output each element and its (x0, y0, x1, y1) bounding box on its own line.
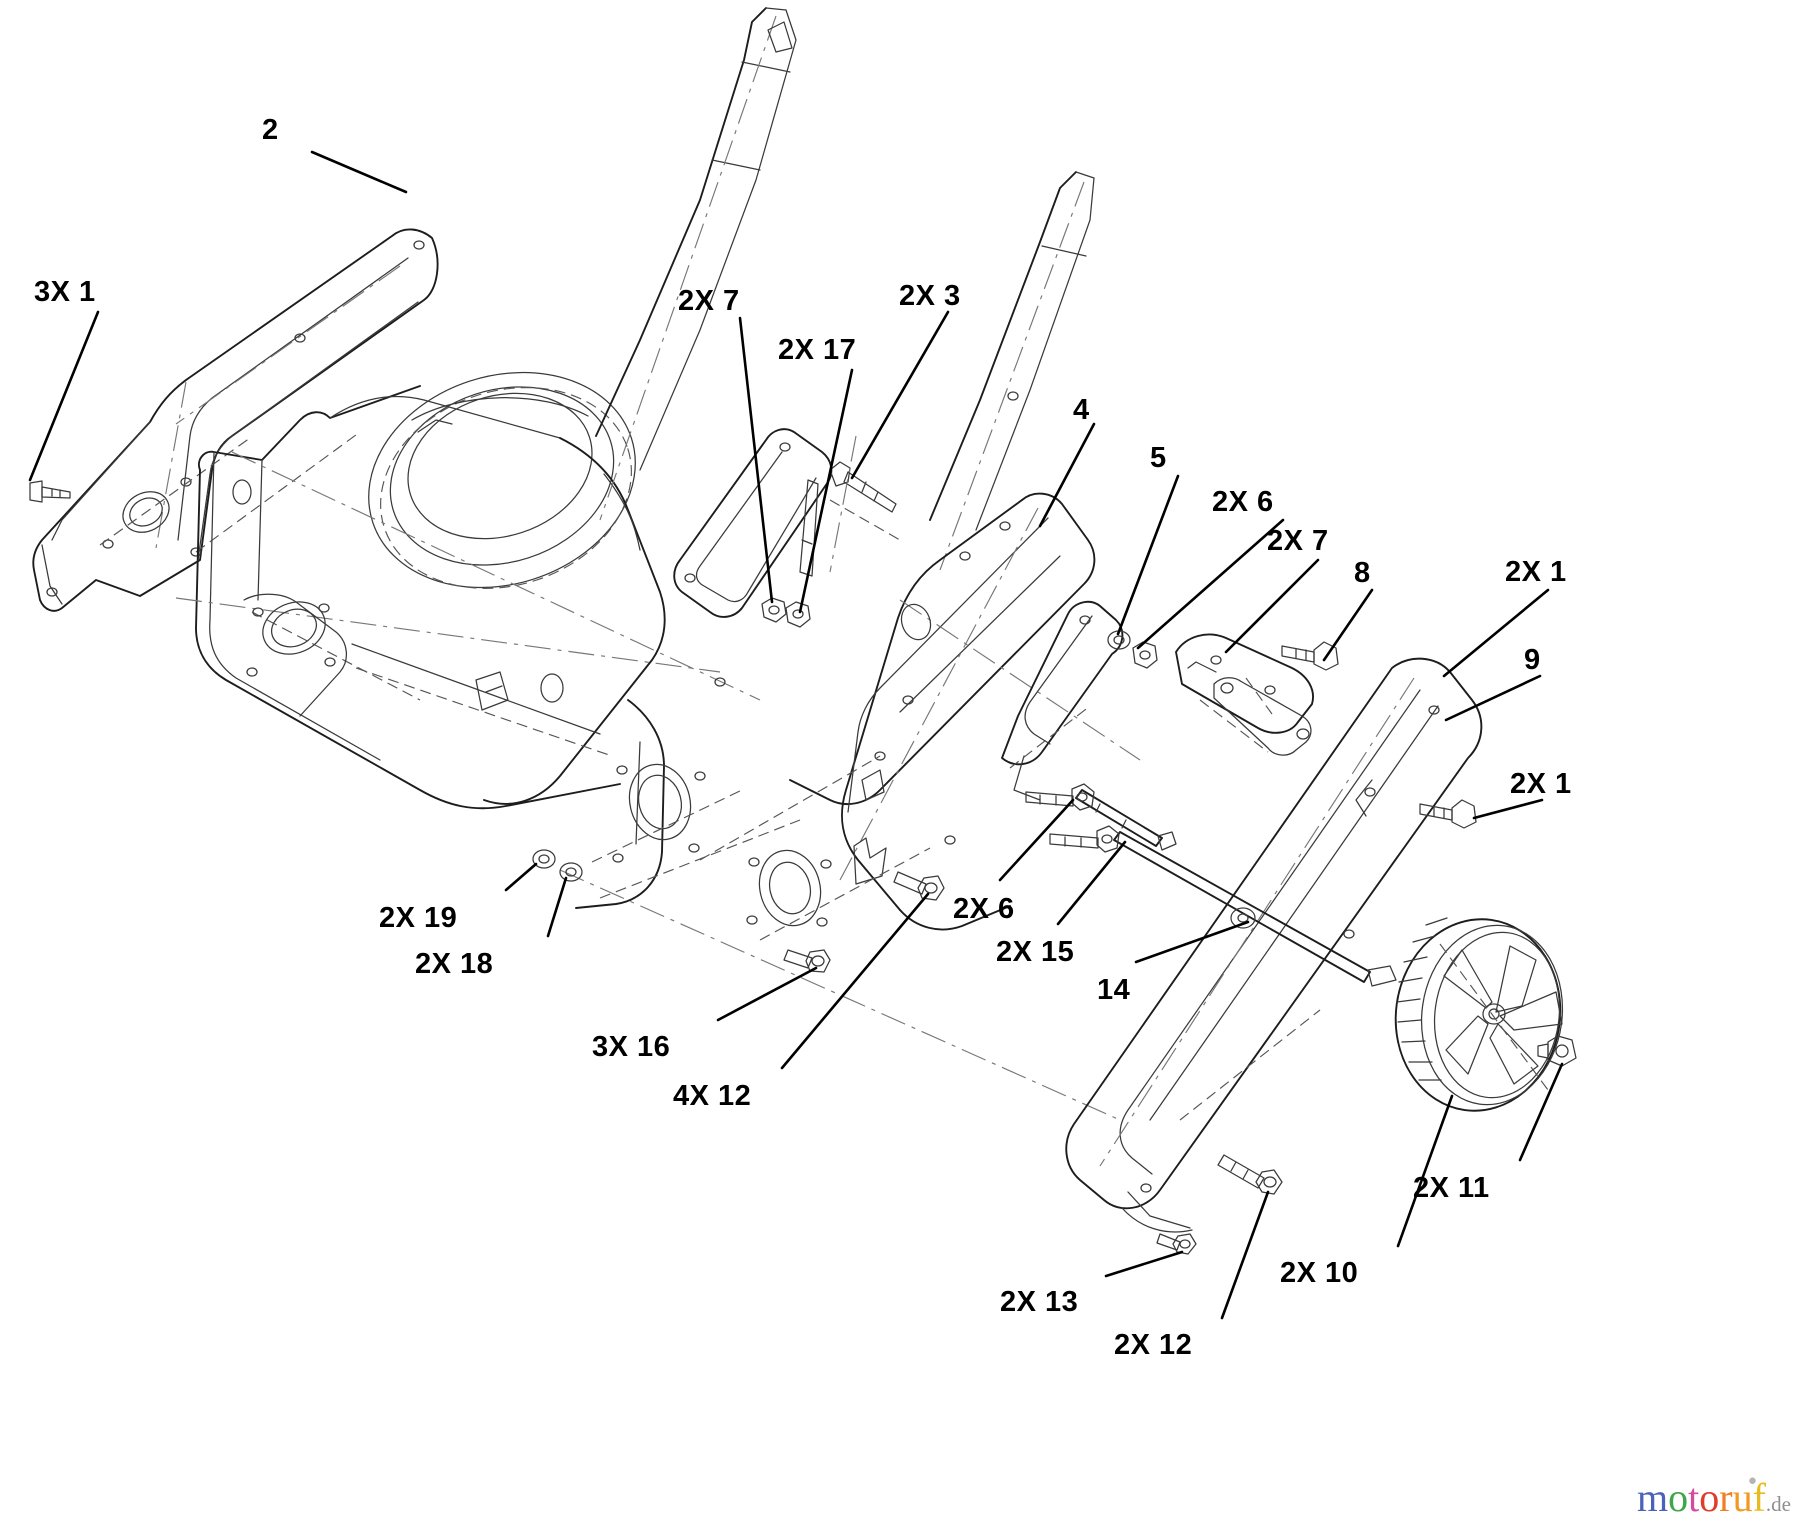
bracket-part-5 (1001, 600, 1124, 801)
callout-2x17: 2X 17 (778, 334, 857, 366)
axle-rod-part-14 (1075, 789, 1397, 987)
callout-3x16: 3X 16 (592, 1031, 671, 1063)
wheel-part-10 (1394, 917, 1564, 1112)
motoruf-watermark: motoruf.de ● (1637, 1474, 1791, 1520)
bolt-2x13-lower (1156, 1233, 1197, 1255)
callout-2x6-b: 2X 6 (953, 893, 1015, 925)
callout-2x7-b: 2X 7 (1267, 525, 1329, 557)
center-bracket (673, 428, 901, 628)
bolt-2x6-lower-left (1025, 783, 1095, 811)
callout-2x3: 2X 3 (899, 280, 961, 312)
watermark-char-r: r (1719, 1475, 1733, 1520)
callout-3x1: 3X 1 (34, 276, 96, 308)
nut-2x7-upper (1132, 641, 1158, 669)
callout-14: 14 (1097, 974, 1131, 1006)
callout-2x1-b: 2X 1 (1510, 768, 1572, 800)
left-handle-rod (595, 7, 797, 521)
callout-2x15: 2X 15 (996, 936, 1075, 968)
callout-9: 9 (1524, 644, 1541, 676)
callout-2x12: 2X 12 (1114, 1329, 1193, 1361)
watermark-char-o1: o (1668, 1475, 1689, 1520)
right-outer-plate-part-9 (1065, 657, 1483, 1233)
callout-2x1-a: 2X 1 (1505, 556, 1567, 588)
nut-2x17 (785, 601, 811, 628)
bolt-2x1-lower (1419, 799, 1477, 829)
left-side-plate-part-2 (32, 228, 439, 612)
bolt-2x3 (829, 461, 897, 513)
callout-5: 5 (1150, 442, 1167, 474)
watermark-char-f: f (1752, 1475, 1766, 1520)
callout-2x13: 2X 13 (1000, 1286, 1079, 1318)
callout-2x10: 2X 10 (1280, 1257, 1359, 1289)
washer-2x15-upper (1230, 907, 1256, 929)
watermark-tld: .de (1765, 1492, 1791, 1516)
linkage-arm-part-8 (1175, 633, 1314, 756)
callout-2: 2 (262, 114, 279, 146)
wheel-cap-2x11 (1537, 1035, 1577, 1067)
bolt-3x1-left (29, 480, 71, 503)
washer-2x19 (532, 849, 556, 869)
callout-8: 8 (1354, 557, 1371, 589)
watermark-dot-icon: ● (1747, 1473, 1757, 1489)
watermark-char-m: m (1637, 1475, 1669, 1520)
nut-2x7 (761, 597, 787, 623)
leader-lines (28, 150, 1564, 1320)
callout-2x19: 2X 19 (379, 902, 458, 934)
bolt-2x6-lower-middle (1049, 825, 1120, 853)
watermark-char-u: u (1732, 1475, 1753, 1520)
bolt-4x12 (893, 871, 945, 901)
callout-2x7-a: 2X 7 (678, 285, 740, 317)
callout-4: 4 (1073, 394, 1090, 426)
bolt-3x16 (783, 949, 831, 973)
watermark-char-t: t (1688, 1475, 1700, 1520)
callout-4x12: 4X 12 (673, 1080, 752, 1112)
main-housing (175, 371, 1121, 1121)
bolt-2x12-lower (1217, 1154, 1283, 1195)
callout-2x18: 2X 18 (415, 948, 494, 980)
watermark-char-o2: o (1699, 1475, 1720, 1520)
washer-2x18 (559, 862, 583, 882)
right-handle-rod (929, 171, 1095, 571)
bolt-2x1-upper (1281, 641, 1339, 671)
wheel-tread (1396, 917, 1448, 1081)
callout-2x11: 2X 11 (1413, 1172, 1490, 1204)
callout-2x6-a: 2X 6 (1212, 486, 1274, 518)
right-side-plate-part-4 (699, 492, 1141, 941)
